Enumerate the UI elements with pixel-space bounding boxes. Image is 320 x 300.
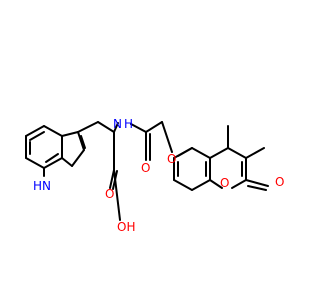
- pyranone-bond: [231, 179, 247, 189]
- amide-n-c-bond: [130, 123, 147, 133]
- lactone-bond-inner: [247, 185, 267, 191]
- pyrrole-bond: [71, 149, 85, 167]
- methyl-bond: [245, 147, 265, 159]
- indole-bond: [43, 157, 63, 169]
- ch2-ether-bond: [161, 121, 173, 153]
- coumarin-bond: [173, 147, 193, 159]
- indole-n-label: N: [42, 179, 51, 193]
- acid-co-bond: [109, 169, 115, 189]
- lactone-bond: [245, 179, 269, 187]
- indole-bond: [43, 125, 63, 137]
- coumarin-bond: [191, 147, 211, 159]
- ether-oxygen-label: O: [167, 152, 176, 166]
- pyranone-bond: [209, 179, 223, 189]
- side-chain-bond: [77, 121, 99, 133]
- pyrrole-bond: [77, 131, 85, 151]
- indole-bond: [25, 125, 45, 137]
- indole-aromatic-inner: [29, 131, 45, 141]
- lactone-oxygen-label: O: [275, 175, 284, 189]
- acid-hydroxyl-label: OH: [117, 220, 135, 234]
- pyrrole-bond: [61, 131, 79, 137]
- pyranone-bond: [209, 147, 229, 159]
- amide-oxygen-label: O: [141, 161, 150, 175]
- amide-n-label: N: [113, 117, 122, 131]
- amide-nh-label: H: [124, 117, 133, 131]
- pyrrole-bond: [61, 157, 73, 167]
- side-chain-bond: [97, 121, 115, 133]
- indole-bond: [25, 157, 45, 169]
- amide-n-bond: [113, 122, 119, 133]
- acid-oh-bond: [113, 169, 121, 221]
- amide-ch2-bond: [145, 121, 163, 133]
- atom-label-layer: H N N H O O OH O O O: [33, 117, 284, 234]
- acid-carbonyl-oxygen-label: O: [105, 187, 114, 201]
- bond-layer: [25, 121, 269, 221]
- pyrrole-inner: [80, 135, 86, 149]
- coumarin-bond: [191, 179, 211, 191]
- indole-nh-label: H: [33, 179, 42, 193]
- ring-oxygen-label: O: [220, 176, 229, 190]
- indole-aromatic-inner: [45, 153, 59, 163]
- coumarin-bond: [173, 179, 193, 191]
- pyranone-bond: [227, 147, 247, 159]
- molecule-structure: H N N H O O OH O O O: [25, 117, 284, 234]
